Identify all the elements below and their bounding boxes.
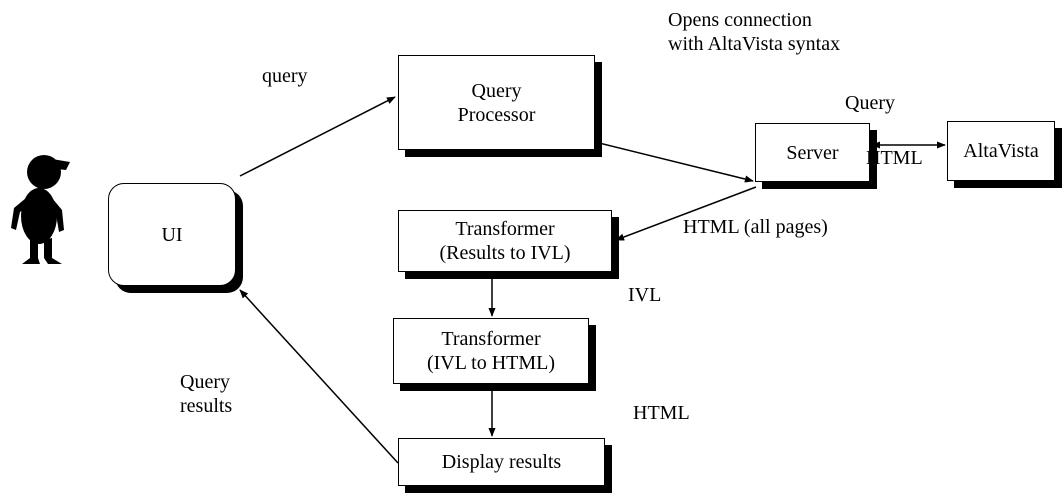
- edge-display-to-ui: [239, 289, 399, 464]
- query-processor-node: Query Processor: [398, 55, 595, 150]
- label-html-altavista: HTML: [866, 147, 923, 169]
- label-html-display: HTML: [633, 402, 690, 424]
- ui-node: UI: [108, 183, 236, 286]
- transformer-ivl-node: Transformer (IVL to HTML): [393, 318, 589, 384]
- edge-server-to-transformer: [615, 186, 757, 241]
- label-query-altavista: Query: [845, 92, 895, 114]
- person-icon: [11, 155, 70, 264]
- label-opens-connection: Opens connection with AltaVista syntax: [668, 9, 841, 55]
- display-results-node: Display results: [398, 438, 605, 486]
- label-html-all-pages: HTML (all pages): [683, 216, 828, 238]
- altavista-node: AltaVista: [947, 121, 1055, 181]
- label-ivl: IVL: [628, 284, 662, 306]
- label-query: query: [262, 65, 308, 87]
- edge-ui-to-query-processor: [239, 96, 396, 177]
- server-node: Server: [755, 123, 870, 182]
- label-query-results: Query results: [180, 371, 233, 417]
- transformer-results-node: Transformer (Results to IVL): [398, 210, 612, 272]
